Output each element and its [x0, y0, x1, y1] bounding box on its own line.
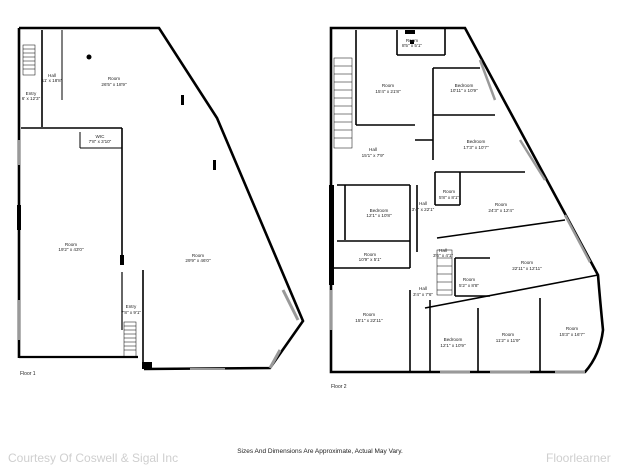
window	[268, 349, 282, 369]
courtesy-watermark: Courtesy Of Coswell & Sigal Inc	[8, 451, 179, 465]
disclaimer: Sizes And Dimensions Are Approximate, Ac…	[237, 448, 403, 455]
room-name: Hall	[419, 201, 427, 206]
wall-blocks	[329, 30, 415, 285]
room-name: Hall	[439, 248, 447, 253]
room-name: Room	[382, 83, 394, 88]
room-name: Room	[502, 332, 514, 337]
room-dims: 10'9" x 5'1"	[359, 257, 382, 262]
room-name: Room	[364, 252, 376, 257]
wall-blocks	[17, 54, 216, 369]
room-dims: 7'8" x 9'1"	[121, 310, 141, 315]
room-dims: 26'5" x 18'9"	[101, 82, 127, 87]
room-name: WIC	[96, 134, 106, 139]
room-name: Room	[495, 202, 507, 207]
room-dims: 12'1" x 10'8"	[366, 213, 392, 218]
room-name: Room	[363, 312, 375, 317]
room-dims: 11'2" x 11'9"	[496, 338, 521, 343]
room-dims: 3'6" x 4'1"	[433, 253, 453, 258]
room-dims: 15'3" x 16'7"	[559, 332, 585, 337]
room-dims: 11' x 18'8"	[42, 78, 63, 83]
room-name: Room	[65, 242, 77, 247]
room-dims: 15'4" x 21'8"	[375, 89, 401, 94]
room-dims: 15'1" x 7'9"	[362, 153, 385, 158]
room-dims: 19'2" x 43'0"	[58, 247, 84, 252]
outer-wall	[329, 26, 605, 374]
room-name: Room	[463, 277, 475, 282]
room-dims: 3'4" x 22'1"	[412, 207, 435, 212]
room-dims: 5'8" x 8'1"	[439, 195, 459, 200]
room-name: Room	[192, 253, 204, 258]
room-dims: 24'3" x 12'4"	[488, 208, 514, 213]
room-name: Entry	[126, 304, 137, 309]
outer-wall	[19, 26, 305, 371]
room-dims: 12'1" x 10'9"	[440, 343, 466, 348]
room-dims: 17'3" x 10'7"	[463, 145, 489, 150]
stairs	[333, 57, 453, 296]
room-name: Room	[108, 76, 120, 81]
interior-wall	[333, 28, 599, 372]
room-name: Room	[521, 260, 533, 265]
floorlearner-watermark: Floorlearner	[546, 451, 611, 465]
room-name: Bedroom	[444, 337, 463, 342]
room-dims: 7'8" x 3'10"	[89, 139, 112, 144]
window	[18, 140, 225, 370]
room-dims: 3'4" x 7'6"	[413, 292, 433, 297]
room-name: Room	[566, 326, 578, 331]
room-dims: 6' x 12'3"	[22, 96, 41, 101]
room-name: Hall	[419, 286, 427, 291]
room-dims: 15'1" x 22'11"	[355, 318, 383, 323]
floor-1-plan: Entry 6' x 12'3" Hall 11' x 18'8" Room 2…	[17, 26, 305, 377]
floor-label: Floor 1	[20, 371, 36, 377]
room-name: Entry	[26, 91, 37, 96]
room-dims: 8'5" x 5'1"	[402, 43, 422, 48]
room-dims: 10'11" x 10'9"	[450, 88, 478, 93]
room-name: Room	[406, 38, 418, 43]
floor-label: Floor 2	[331, 384, 347, 390]
room-name: Room	[443, 189, 455, 194]
window	[281, 289, 300, 321]
room-name: Bedroom	[455, 83, 474, 88]
room-dims: 5'2" x 8'8"	[459, 283, 479, 288]
window	[329, 59, 592, 374]
room-dims: 29'9" x 46'0"	[185, 258, 211, 263]
room-name: Hall	[369, 147, 377, 152]
floor-2-plan: Room 8'5" x 5'1" Room 15'4" x 21'8" Bedr…	[329, 26, 605, 390]
stairs	[22, 44, 137, 358]
room-name: Hall	[48, 73, 56, 78]
room-name: Bedroom	[467, 139, 486, 144]
room-dims: 22'11" x 12'11"	[512, 266, 542, 271]
room-name: Bedroom	[370, 208, 389, 213]
